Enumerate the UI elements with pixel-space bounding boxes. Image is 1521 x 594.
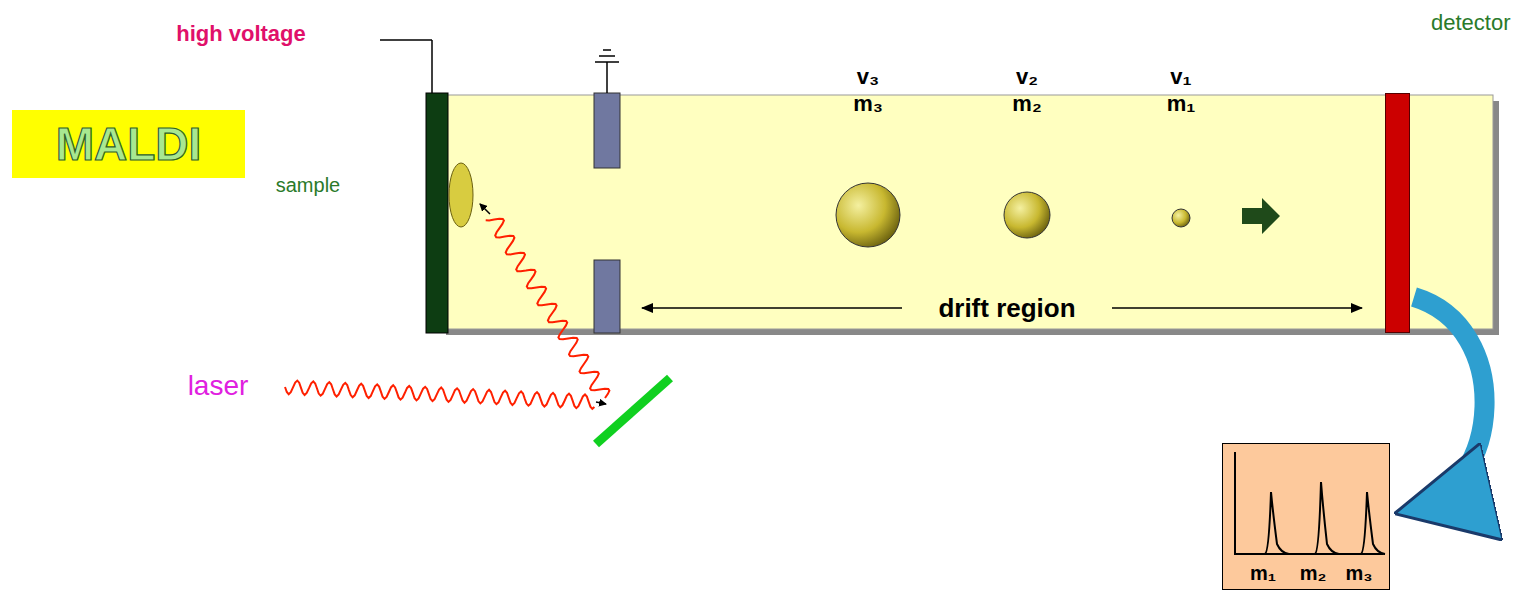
- sample-spot: [449, 163, 473, 227]
- title-text: MALDI: [56, 119, 202, 170]
- hv-label: high voltage: [176, 22, 306, 46]
- mass-axis-label: m₂: [1300, 562, 1327, 584]
- ion-medium: [1004, 192, 1050, 238]
- ground-electrode: [594, 93, 620, 168]
- mass-axis-label: m₁: [1250, 562, 1276, 584]
- sample-plate: [426, 93, 448, 333]
- velocity-label: v₁: [1170, 65, 1191, 89]
- sample-label: sample: [276, 174, 340, 196]
- flow-arrow: [1414, 297, 1485, 509]
- title-box: MALDI: [12, 110, 245, 178]
- spectrum-box: m₁ m₂ m₃: [1222, 443, 1390, 590]
- laser-head: [480, 204, 490, 214]
- velocity-label: v₃: [857, 65, 879, 89]
- ion-large: [836, 183, 900, 247]
- detector-label: detector: [1431, 11, 1511, 35]
- hv-wire: [431, 40, 433, 95]
- region-label: drift region: [934, 294, 1079, 323]
- laser-beam: [486, 219, 610, 398]
- hv-wire: [380, 39, 432, 41]
- mass-label: m₃: [853, 92, 883, 116]
- mirror: [596, 378, 670, 444]
- drift-arrow: [1112, 307, 1362, 309]
- laser-label: laser: [188, 371, 249, 402]
- mass-label: m₁: [1167, 92, 1196, 116]
- drift-arrow: [642, 307, 902, 309]
- detector-bar: detector: [1385, 93, 1410, 333]
- direction-arrow: [1242, 198, 1280, 234]
- mass-label: m₂: [1012, 92, 1041, 116]
- ion-small: [1172, 209, 1190, 227]
- mass-axis-label: m₃: [1345, 562, 1372, 584]
- laser-head: [596, 402, 606, 404]
- laser-beam: [285, 381, 594, 409]
- ground-electrode: [594, 260, 620, 333]
- velocity-label: v₂: [1016, 65, 1038, 89]
- ground-symbol: [595, 50, 619, 93]
